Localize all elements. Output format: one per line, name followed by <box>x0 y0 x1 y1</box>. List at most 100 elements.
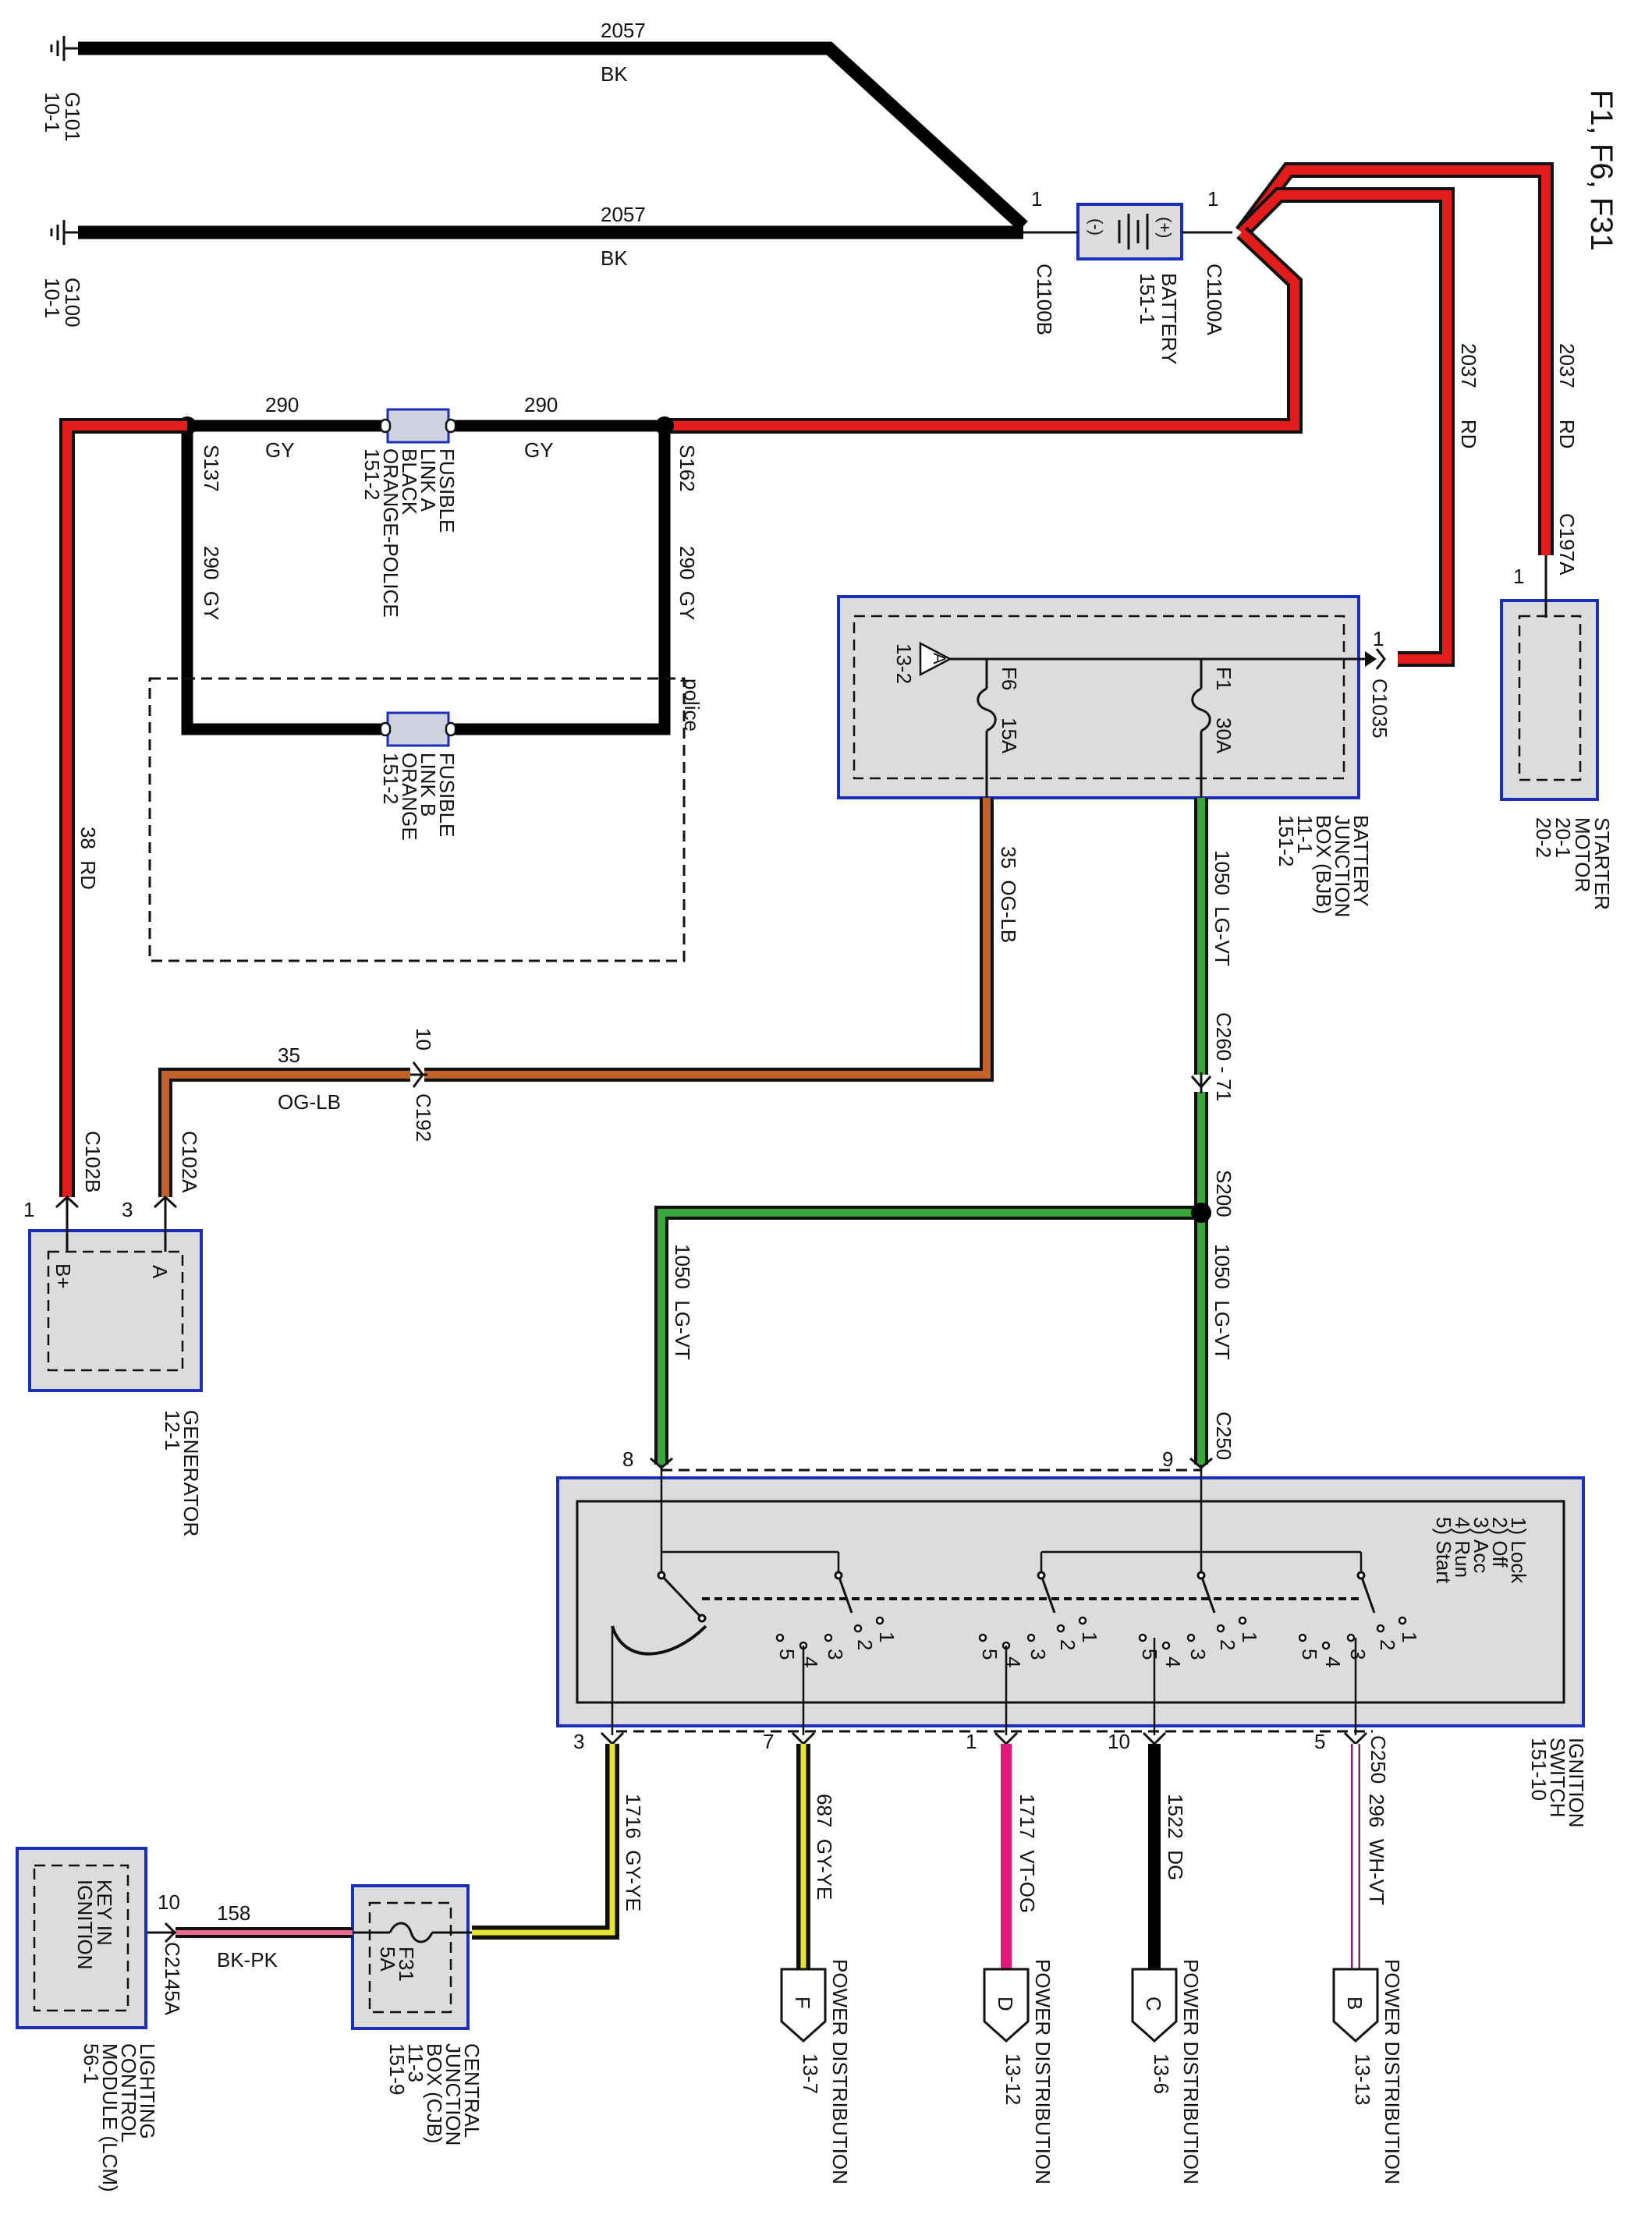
pd-tag-b: B POWER DISTRIBUTION 13-13 <box>1332 1959 1404 2184</box>
gen-term-a: A <box>148 1265 172 1279</box>
lcm-line-3: 56-1 <box>80 2043 103 2084</box>
ign-bottom-pin: 5 <box>1314 1730 1325 1753</box>
pd-label-d: POWER DISTRIBUTION <box>1031 1959 1055 2184</box>
starter-line-1: MOTOR <box>1571 817 1594 892</box>
wire-38-label: 38 RD <box>76 827 100 890</box>
police-label: police <box>680 678 704 732</box>
ign-contact-num: 3 <box>1346 1649 1370 1660</box>
c260-label: C260 - 71 <box>1212 1012 1235 1101</box>
gy-s162-down-label: 290 GY <box>675 546 699 620</box>
g101-color: BK <box>601 62 628 86</box>
g101-ref: 10-1 <box>41 92 64 133</box>
starter-connector: C197A <box>1555 513 1579 576</box>
pd-tag-d: D POWER DISTRIBUTION 13-12 <box>983 1959 1055 2184</box>
wire-1716-label: 1716 GY-YE <box>622 1794 645 1911</box>
flink-a-line-2: BLACK <box>398 448 421 516</box>
diagram-title: F1, F6, F31 <box>1584 90 1618 251</box>
pd-letter-b: B <box>1343 1996 1367 2010</box>
battery: (-) (+) 1 1 C1100B C1100A BATTERY 151-1 <box>1023 187 1232 365</box>
g100-ref: 10-1 <box>41 278 64 318</box>
flink-a-line-3: ORANGE-POLICE <box>379 448 402 618</box>
wire-158-circuit: 158 <box>217 1901 250 1925</box>
gen-line-1: 12-1 <box>161 1410 184 1451</box>
ign-contact-num: 5 <box>1298 1649 1321 1660</box>
ign-position-1: 1) Lock <box>1507 1517 1530 1584</box>
ign-contact-num: 2 <box>1376 1639 1399 1650</box>
ign-contact-num: 1 <box>1078 1632 1101 1642</box>
starter-line-0: STARTER <box>1590 817 1614 910</box>
gy-left-circuit: 290 <box>265 393 299 416</box>
gen-c102a: C102A <box>178 1131 201 1193</box>
bjb-line-2: BOX (BJB) <box>1312 815 1335 914</box>
ign-contact-num: 4 <box>1001 1656 1025 1667</box>
ign-contact-num: 5 <box>978 1649 1001 1660</box>
starter-line-3: 20-2 <box>1532 817 1555 858</box>
generator: B+ A C102B C102A 1 3 GENERATOR 12-1 <box>23 1131 203 1536</box>
bjb-ref-letter: A <box>930 653 949 664</box>
ign-contact-num: 4 <box>1321 1656 1345 1667</box>
ign-contact-num: 5 <box>1138 1649 1161 1660</box>
ign-contact-num: 1 <box>875 1632 899 1642</box>
flink-b-line-3: 151-2 <box>379 753 402 805</box>
wire-1050-bjb-label: 1050 LG-VT <box>1211 850 1234 966</box>
battery-neg-connector: C1100B <box>1033 264 1056 335</box>
lcm-line-1: CONTROL <box>117 2043 140 2142</box>
c192-pin: 10 <box>412 1028 435 1050</box>
ign-position-5: 5) Start <box>1432 1517 1455 1584</box>
ign-contact-num: 2 <box>1056 1639 1079 1650</box>
ign-contact-num: 1 <box>1238 1632 1261 1642</box>
lcm-box-text-0: KEY IN <box>93 1880 116 1946</box>
bk-pk-wire: 158 BK-PK C2145A 10 <box>140 1890 353 2016</box>
output-wires: 1716 GY-YE 687 GY-YE 1717 VT-OG 1522 DG … <box>472 1744 1388 1969</box>
bjb-ref-tag: 13-2 <box>892 643 916 684</box>
ign-c250-top: C250 <box>1212 1412 1235 1460</box>
ign-bottom-pin: 10 <box>1108 1730 1130 1753</box>
pd-ref-f: 13-7 <box>799 2053 822 2094</box>
gen-term-bplus: B+ <box>51 1263 75 1289</box>
splice-s200: S200 <box>1212 1170 1235 1217</box>
wire-296-label: 296 WH-VT <box>1365 1794 1388 1905</box>
flink-b-line-2: ORANGE <box>398 753 421 841</box>
wire-1050-left-label: 1050 LG-VT <box>671 1244 694 1360</box>
pd-tag-f: F POWER DISTRIBUTION 13-7 <box>780 1959 852 2184</box>
central-junction-box: F31 5A CENTRAL JUNCTION BOX (CJB) 11-3 1… <box>349 1884 484 2145</box>
g100-color: BK <box>601 246 628 270</box>
fusible-link-circuit: S137 S162 290 GY 290 GY 290 GY 290 GY FU… <box>148 393 704 962</box>
wire-1050-right-label: 1050 LG-VT <box>1211 1244 1234 1360</box>
cjb-fuse-rating: 5A <box>376 1947 399 1972</box>
lcm-pin: 10 <box>158 1890 180 1914</box>
lg-vt-wires: S200 1050 LG-VT 1050 LG-VT 1050 LG-VT C2… <box>654 798 1235 1465</box>
g101-circuit: 2057 <box>601 19 646 42</box>
ign-line-2: 151-10 <box>1527 1738 1551 1801</box>
pd-letter-f: F <box>791 1996 814 2009</box>
ign-line-1: SWITCH <box>1546 1738 1569 1818</box>
bjb-line-1: JUNCTION <box>1331 815 1354 917</box>
gy-left-color: GY <box>265 438 295 462</box>
ign-connector: C250 <box>1367 1735 1390 1784</box>
pd-tag-c: C POWER DISTRIBUTION 13-6 <box>1131 1959 1203 2184</box>
fuse-f1-rating: 30A <box>1212 717 1235 754</box>
bjb-pin: 1 <box>1373 627 1384 650</box>
wire-687-label: 687 GY-YE <box>813 1794 836 1900</box>
red-2037-wires: 2037RD 2037RD <box>665 162 1579 667</box>
g100-circuit: 2057 <box>601 203 646 226</box>
battery-junction-box: A 13-2 F1 30A F6 15A C1035 1 BATTERY JUN… <box>837 595 1391 917</box>
ign-position-3: 3) Acc <box>1469 1517 1493 1573</box>
lcm-box-text-1: IGNITION <box>73 1880 97 1970</box>
ign-contact-num: 5 <box>775 1649 799 1660</box>
wire-1717-label: 1717 VT-OG <box>1016 1794 1039 1913</box>
flink-a-line-0: FUSIBLE <box>435 448 459 533</box>
battery-ref: 151-1 <box>1136 273 1159 325</box>
flink-b-line-1: LINK B <box>417 753 440 817</box>
pd-ref-b: 13-13 <box>1351 2053 1374 2106</box>
g101-id: G101 <box>61 92 84 142</box>
og-lb-wire: 35 OG-LB 35 OG-LB C192 10 <box>158 798 1020 1197</box>
wire-35-color: OG-LB <box>278 1090 341 1114</box>
splice-s162: S162 <box>675 445 699 492</box>
wire-158-color: BK-PK <box>217 1948 278 1972</box>
battery-neg-pin: 1 <box>1031 187 1042 211</box>
ign-bottom-pin: 3 <box>573 1730 584 1753</box>
fuse-f1-name: F1 <box>1212 667 1235 690</box>
ignition-switch: 8 9 C250 <box>556 1412 1588 1828</box>
ign-contact-num: 2 <box>1216 1639 1239 1650</box>
